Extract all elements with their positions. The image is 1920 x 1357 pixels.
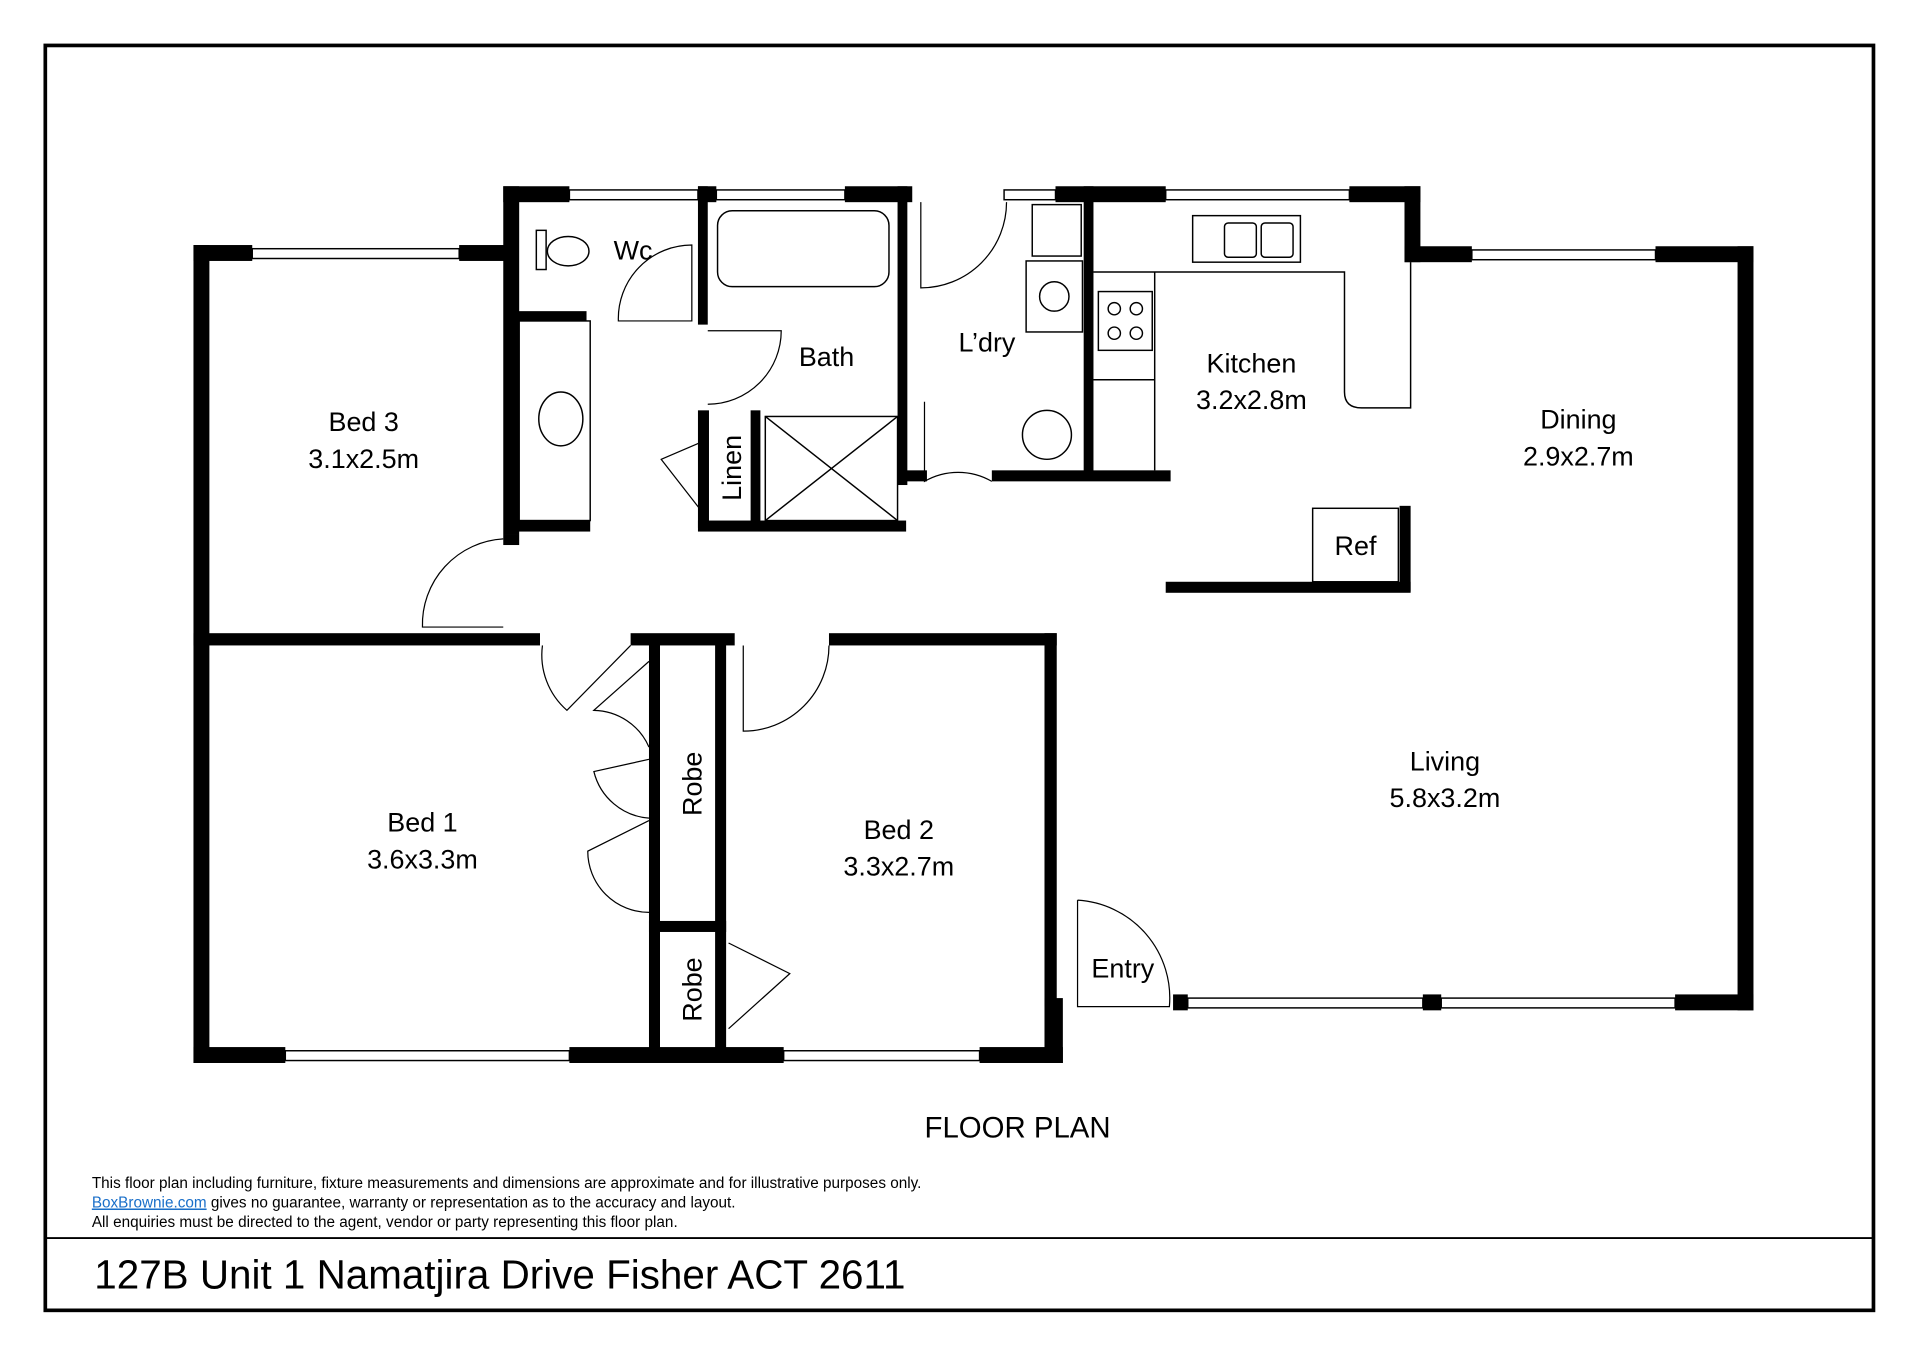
cooktop-icon [1097, 290, 1153, 352]
room-entry: Entry [1091, 953, 1154, 983]
room-bed2-size: 3.3x2.7m [843, 852, 954, 882]
room-bed1: Bed 1 [387, 808, 457, 838]
disclaimer-line-3: All enquiries must be directed to the ag… [92, 1214, 678, 1231]
washer-icon [1025, 260, 1084, 333]
room-living: Living [1410, 746, 1480, 776]
room-dining-size: 2.9x2.7m [1523, 441, 1634, 471]
room-living-size: 5.8x3.2m [1390, 783, 1501, 813]
walls [193, 186, 1754, 1063]
shower-icon [764, 415, 899, 522]
room-labels: Wc Bath L’dry Linen Kitchen 3.2x2.8m Din… [308, 236, 1633, 1022]
disclaimer-line-1: This floor plan including furniture, fix… [92, 1175, 922, 1192]
room-kitchen-size: 3.2x2.8m [1196, 385, 1307, 415]
boxbrownie-link[interactable]: BoxBrownie.com [92, 1194, 207, 1211]
room-bath: Bath [799, 342, 854, 372]
kitchen-sink-icon [1191, 214, 1302, 263]
room-robe-1: Robe [678, 752, 708, 816]
room-bed3: Bed 3 [328, 407, 398, 437]
room-robe-2: Robe [678, 957, 708, 1021]
room-ref: Ref [1335, 531, 1377, 561]
address: 127B Unit 1 Namatjira Drive Fisher ACT 2… [94, 1251, 905, 1297]
dryer-icon [1021, 409, 1073, 461]
fridge-icon [1311, 507, 1400, 583]
room-laundry: L’dry [959, 328, 1016, 358]
bathtub-icon [716, 210, 890, 288]
basin-icon [538, 391, 584, 447]
page-border [43, 43, 1876, 1313]
laundry-tub-icon [1031, 203, 1082, 257]
doors [421, 202, 1171, 1030]
room-bed2: Bed 2 [864, 815, 934, 845]
fixtures [518, 203, 1412, 583]
room-linen: Linen [717, 435, 747, 501]
room-bed1-size: 3.6x3.3m [367, 844, 478, 874]
toilet-icon [546, 235, 590, 267]
room-bed3-size: 3.1x2.5m [308, 444, 419, 474]
room-dining: Dining [1540, 405, 1616, 435]
room-wc: Wc [614, 236, 653, 266]
room-kitchen: Kitchen [1207, 348, 1297, 378]
disclaimer-line-2: BoxBrownie.com gives no guarantee, warra… [92, 1194, 736, 1211]
plan-title: FLOOR PLAN [925, 1112, 1111, 1145]
